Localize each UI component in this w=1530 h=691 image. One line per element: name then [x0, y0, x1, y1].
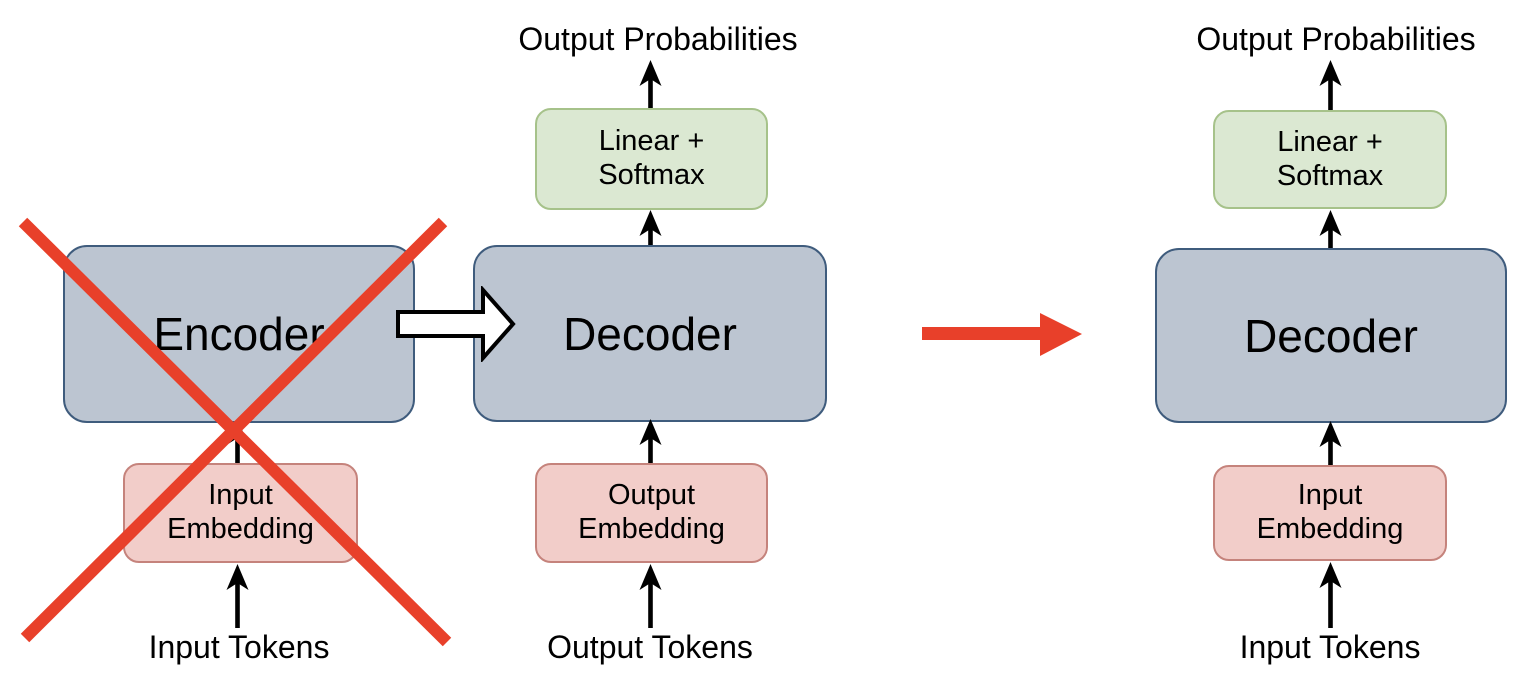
linear-softmax-label-line1: Linear +	[1277, 125, 1383, 158]
up-arrow-icon	[1319, 60, 1342, 110]
up-arrow-icon	[639, 60, 662, 110]
output-tokens-label: Output Tokens	[547, 629, 753, 665]
encoder-block: Encoder	[63, 245, 415, 423]
encoder-label: Encoder	[153, 308, 325, 360]
input-tokens-label: Input Tokens	[1239, 629, 1421, 665]
output-embedding-block: Output Embedding	[535, 463, 768, 563]
linear-softmax-label-line2: Softmax	[1276, 159, 1384, 192]
decoder-label: Decoder	[1244, 309, 1418, 362]
up-arrow-icon	[226, 564, 249, 628]
input-embedding-label-line1: Input	[208, 479, 273, 512]
decoder-block: Decoder	[473, 245, 827, 422]
input-embedding-block: Input Embedding	[1213, 465, 1447, 561]
up-arrow-icon	[639, 564, 662, 628]
up-arrow-icon	[1319, 421, 1342, 467]
input-embedding-label-line2: Embedding	[167, 513, 314, 545]
output-embedding-label-line1: Output	[607, 479, 696, 512]
decoder-label: Decoder	[563, 307, 737, 360]
output-probabilities-label: Output Probabilities	[518, 21, 798, 57]
linear-softmax-label-line2: Softmax	[598, 159, 705, 191]
decoder-block: Decoder	[1155, 248, 1507, 423]
input-embedding-label-line2: Embedding	[1256, 513, 1404, 545]
hollow-right-arrow-icon	[396, 286, 516, 362]
linear-softmax-block: Linear + Softmax	[535, 108, 768, 210]
red-cross-icon	[18, 217, 452, 647]
linear-softmax-block: Linear + Softmax	[1213, 110, 1447, 209]
up-arrow-icon	[1319, 210, 1342, 264]
input-tokens-label: Input Tokens	[148, 629, 330, 665]
red-transform-arrow-icon	[922, 313, 1082, 356]
input-embedding-label-line1: Input	[1297, 479, 1363, 512]
up-arrow-icon	[639, 419, 662, 466]
up-arrow-icon	[1319, 562, 1342, 628]
output-embedding-label-line2: Embedding	[578, 513, 725, 545]
linear-softmax-label-line1: Linear +	[598, 125, 705, 158]
output-probabilities-label: Output Probabilities	[1196, 21, 1476, 57]
